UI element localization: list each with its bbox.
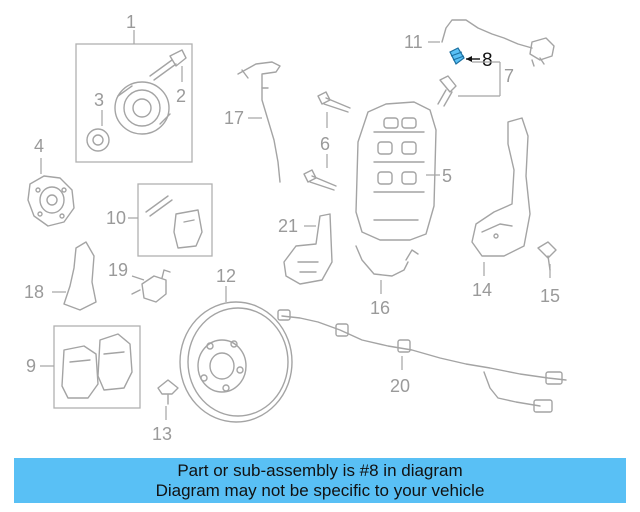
part-14-dust-shield[interactable]: 14 (471, 117, 531, 300)
label-7: 7 (504, 66, 514, 86)
banner-line-1: Part or sub-assembly is #8 in diagram (177, 460, 463, 480)
parts-diagram: 1 2 3 4 5 (24, 12, 567, 444)
part-17-brake-hose[interactable]: 17 (224, 61, 281, 183)
label-10: 10 (106, 208, 126, 228)
label-18: 18 (24, 282, 44, 302)
part-8-bleeder-cap[interactable]: 8 (449, 47, 493, 71)
part-10-pad-hardware-kit[interactable]: 10 (106, 183, 213, 257)
banner-line-2: Diagram may not be specific to your vehi… (155, 480, 485, 500)
part-7-bleeder-screw[interactable]: 7 (437, 61, 514, 107)
label-2: 2 (176, 86, 186, 106)
part-5-brake-caliper[interactable]: 5 (355, 101, 452, 241)
part-19-speed-sensor[interactable]: 19 (108, 260, 171, 303)
label-1: 1 (126, 12, 136, 32)
part-15-shield-bolt[interactable]: 15 (537, 241, 560, 306)
label-6: 6 (320, 134, 330, 154)
label-14: 14 (472, 280, 492, 300)
part-10-box (137, 183, 213, 257)
part-16-pad-sensor-wire[interactable]: 16 (355, 245, 419, 318)
part-13-rotor-bolt[interactable]: 13 (152, 379, 179, 444)
part-6-caliper-bolts[interactable]: 6 (303, 91, 351, 191)
label-3: 3 (94, 90, 104, 110)
label-4: 4 (34, 136, 44, 156)
label-13: 13 (152, 424, 172, 444)
label-19: 19 (108, 260, 128, 280)
part-21-mounting-bracket[interactable]: 21 (278, 213, 333, 285)
label-20: 20 (390, 376, 410, 396)
label-8: 8 (482, 50, 493, 71)
label-9: 9 (26, 356, 36, 376)
part-9-brake-pad-set[interactable]: 9 (26, 325, 141, 409)
label-16: 16 (370, 298, 390, 318)
label-21: 21 (278, 216, 298, 236)
part-20-wiring-harness[interactable]: 20 (277, 309, 567, 413)
part-1-hub-bearing-assembly[interactable]: 1 2 3 (75, 12, 193, 163)
part-12-brake-rotor[interactable]: 12 (179, 266, 293, 423)
label-15: 15 (540, 286, 560, 306)
part-9-box (53, 325, 141, 409)
part-4-wheel-hub[interactable]: 4 (27, 136, 75, 227)
label-5: 5 (442, 166, 452, 186)
info-banner: Part or sub-assembly is #8 in diagram Di… (14, 458, 626, 503)
label-12: 12 (216, 266, 236, 286)
label-17: 17 (224, 108, 244, 128)
label-11: 11 (404, 32, 423, 52)
part-11-wear-sensor-cable[interactable]: 11 (404, 19, 555, 67)
part-18-bracket[interactable]: 18 (24, 241, 97, 311)
